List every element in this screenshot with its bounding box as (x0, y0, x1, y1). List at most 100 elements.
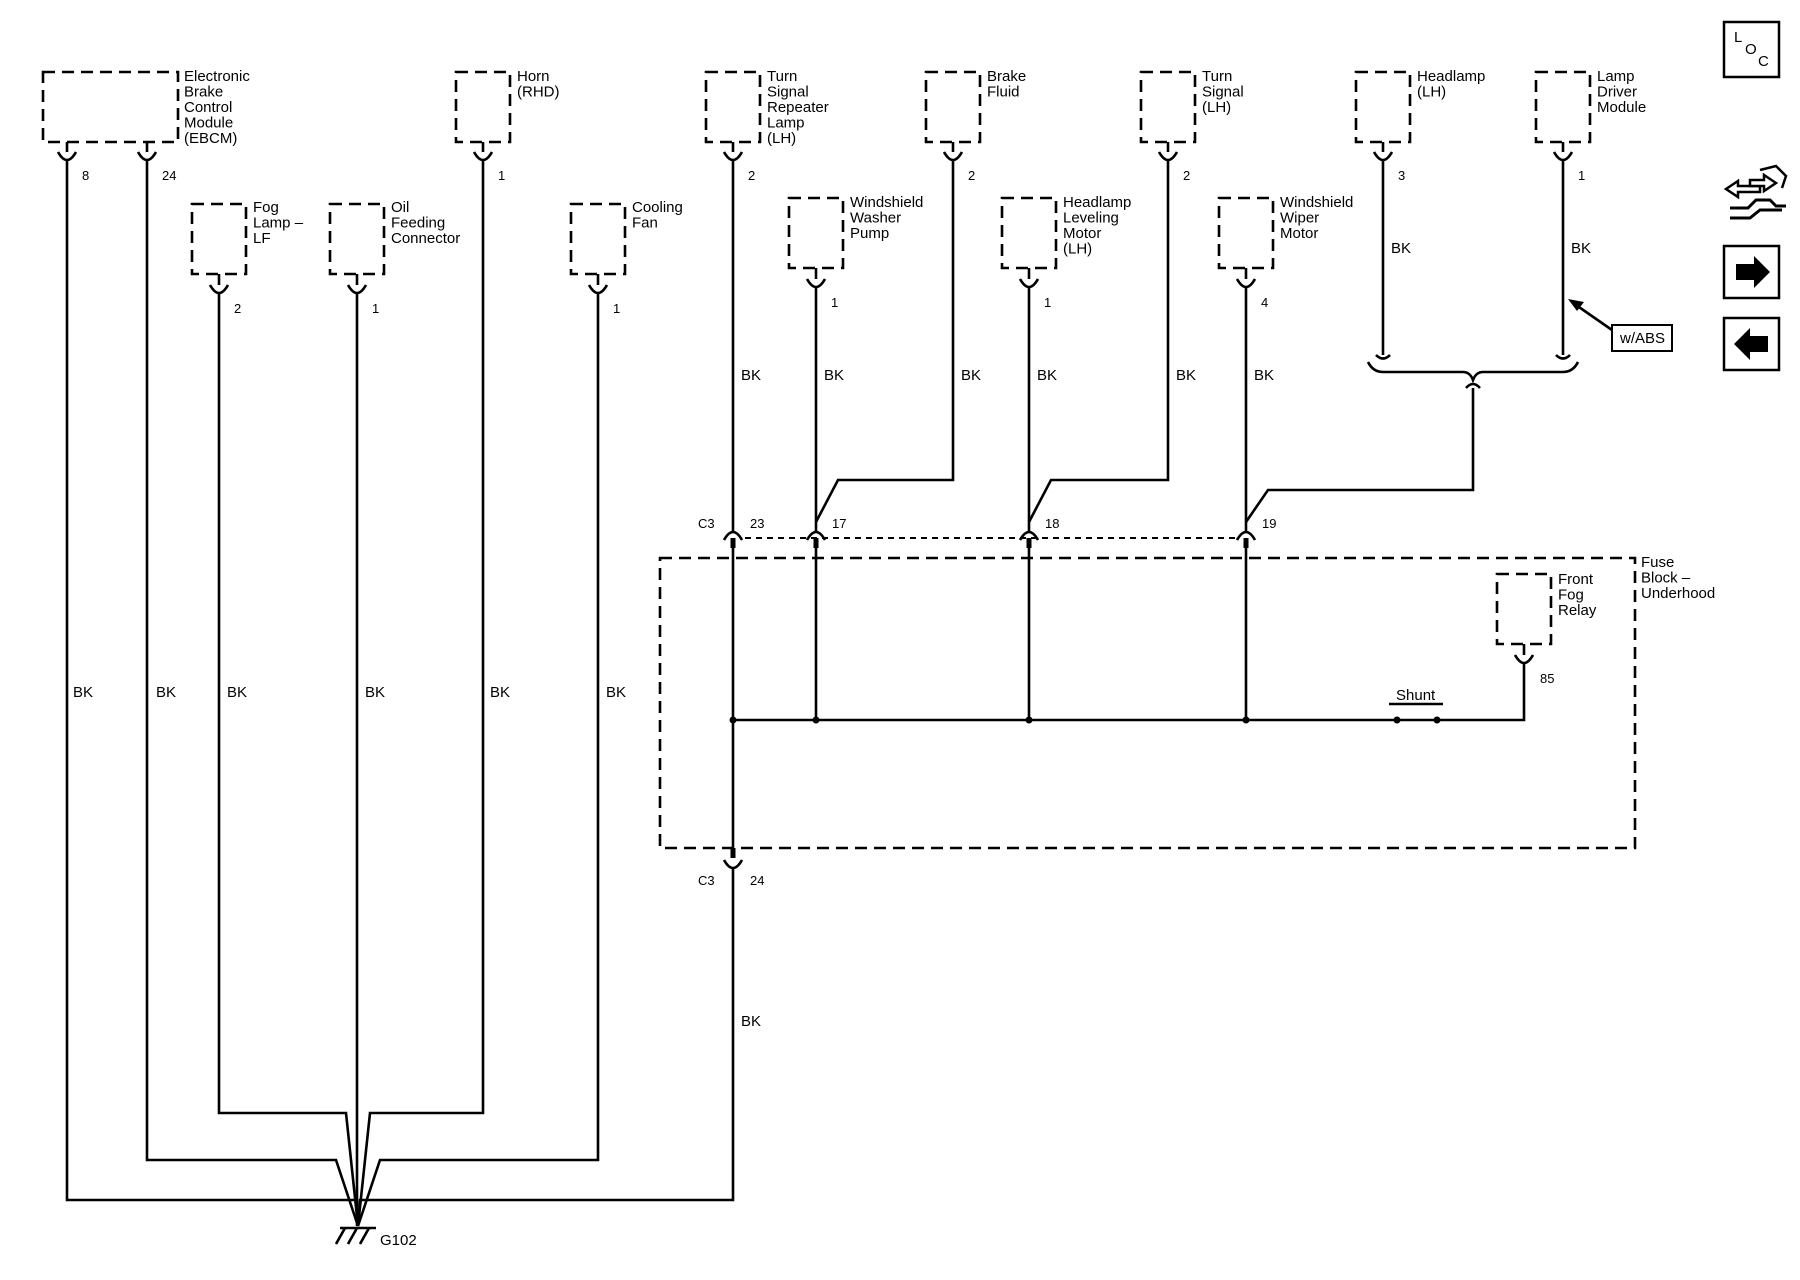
component-label-ebcm: Module (184, 115, 233, 132)
pin-number-fog-relay: 85 (1540, 671, 1554, 686)
component-label-headlamp: (LH) (1417, 84, 1446, 101)
component-label-turn-repeater: Lamp (767, 115, 805, 132)
pin-number-headlamp: 3 (1398, 168, 1405, 183)
previous-page-button[interactable] (1722, 316, 1781, 372)
component-label-fog-relay: Fog (1558, 587, 1584, 604)
component-label-oil-feeding: Connector (391, 230, 460, 247)
labels: ElectronicBrakeControlModule(EBCM)Horn(R… (73, 68, 1715, 1249)
component-label-turn-repeater: Repeater (767, 99, 829, 116)
lamp-driver-break-mark (1555, 354, 1571, 360)
wire-color-label: BK (1391, 240, 1411, 257)
headlamp-break-mark (1375, 354, 1391, 360)
option-callout-box (1611, 324, 1673, 352)
ebcm-pin-24 (136, 142, 158, 162)
turn-repeater-pin (722, 142, 744, 162)
washer-pump-box (787, 196, 845, 270)
wires (65, 160, 1580, 1227)
turn-signal-box (1139, 70, 1197, 144)
wire-color-label: BK (1254, 367, 1274, 384)
wire-bus (733, 663, 1526, 722)
headlamp-pin (1372, 142, 1394, 162)
wire-merge-to-c3-19 (1244, 388, 1475, 523)
component-label-turn-signal: Turn (1202, 68, 1232, 85)
component-label-washer-pump: Windshield (850, 194, 923, 211)
pin-number-ebcm-a: 8 (82, 168, 89, 183)
component-label-cooling-fan: Fan (632, 215, 658, 232)
ebcm-pin-8 (56, 142, 78, 162)
fog-relay-box (1495, 572, 1553, 646)
brake-fluid-box (924, 70, 982, 144)
option-callout-arrow (1575, 303, 1613, 332)
headlamp-box (1354, 70, 1412, 144)
wire-color-label: BK (961, 367, 981, 384)
oil-feeding-box (328, 202, 386, 276)
connector-c3-top-label: C3 (698, 516, 715, 531)
loc-button[interactable]: L O C (1722, 20, 1781, 79)
component-label-turn-signal: Signal (1202, 84, 1244, 101)
pin-number-turn-repeater: 2 (748, 168, 755, 183)
pin-number-fog-lamp: 2 (234, 301, 241, 316)
ebcm-box (41, 70, 180, 144)
pin-number-c3-24: 24 (750, 873, 764, 888)
fog-lamp-pin (208, 274, 230, 295)
component-label-oil-feeding: Oil (391, 199, 409, 216)
loc-letter-l: L (1734, 29, 1742, 46)
wire-color-label: BK (1037, 367, 1057, 384)
wire-cooling-fan (356, 293, 600, 1227)
lamp-driver-pin (1552, 142, 1574, 162)
component-label-ebcm: Electronic (184, 68, 250, 85)
component-label-brake-fluid: Brake (987, 68, 1026, 85)
pin-number-leveling-motor: 1 (1044, 295, 1051, 310)
connector-c3-bottom-label: C3 (698, 873, 715, 888)
wire-color-label: BK (156, 684, 176, 701)
ground-g102-symbol (334, 1226, 376, 1245)
component-label-fog-relay: Front (1558, 571, 1594, 588)
component-label-fog-lamp: LF (253, 230, 271, 247)
arrow-left-icon (1734, 328, 1768, 360)
wire-ebcm-8 (65, 160, 360, 1227)
option-label: w/ABS (1619, 330, 1665, 347)
arrow-right-icon (1736, 256, 1770, 288)
pin-number-c3-23: 23 (750, 516, 764, 531)
leveling-motor-box (1000, 196, 1058, 270)
component-label-brake-fluid: Fluid (987, 84, 1020, 101)
loc-letter-o: O (1745, 41, 1757, 58)
c3-connector-bottom (722, 848, 744, 870)
component-label-lamp-driver: Module (1597, 99, 1646, 116)
component-label-leveling-motor: Headlamp (1063, 194, 1131, 211)
component-label-oil-feeding: Feeding (391, 215, 445, 232)
wire-color-label: BK (1176, 367, 1196, 384)
wire-brake-fluid (814, 160, 955, 523)
component-label-fuse-block: Block – (1641, 570, 1691, 587)
component-label-fog-relay: Relay (1558, 602, 1597, 619)
merge-brace-break (1465, 382, 1481, 389)
component-label-wiper-motor: Wiper (1280, 210, 1319, 227)
component-label-ebcm: Control (184, 99, 232, 116)
merge-brace (1366, 361, 1580, 384)
component-label-washer-pump: Pump (850, 225, 889, 242)
pin-number-oil-feeding: 1 (372, 301, 379, 316)
pin-number-turn-signal: 2 (1183, 168, 1190, 183)
wire-color-label: BK (824, 367, 844, 384)
brake-fluid-pin (942, 142, 964, 162)
pin-number-c3-17: 17 (832, 516, 846, 531)
c3-connector-top (722, 530, 1257, 548)
component-label-wiper-motor: Motor (1280, 225, 1318, 242)
component-label-fog-lamp: Lamp – (253, 215, 304, 232)
next-page-button[interactable] (1722, 244, 1781, 300)
component-label-fuse-block: Underhood (1641, 585, 1715, 602)
fog-relay-pin (1513, 644, 1535, 665)
fuse-block-box (658, 556, 1637, 850)
harness-icon[interactable] (1723, 164, 1788, 220)
component-label-turn-repeater: Turn (767, 68, 797, 85)
horn-box (454, 70, 512, 144)
wire-color-label: BK (1571, 240, 1591, 257)
wire-color-label: BK (227, 684, 247, 701)
component-label-fuse-block: Fuse (1641, 554, 1674, 571)
pin-number-c3-19: 19 (1262, 516, 1276, 531)
pin-number-brake-fluid: 2 (968, 168, 975, 183)
wire-color-label: BK (606, 684, 626, 701)
wire-fog-lamp (217, 293, 360, 1227)
wire-color-label: BK (741, 367, 761, 384)
